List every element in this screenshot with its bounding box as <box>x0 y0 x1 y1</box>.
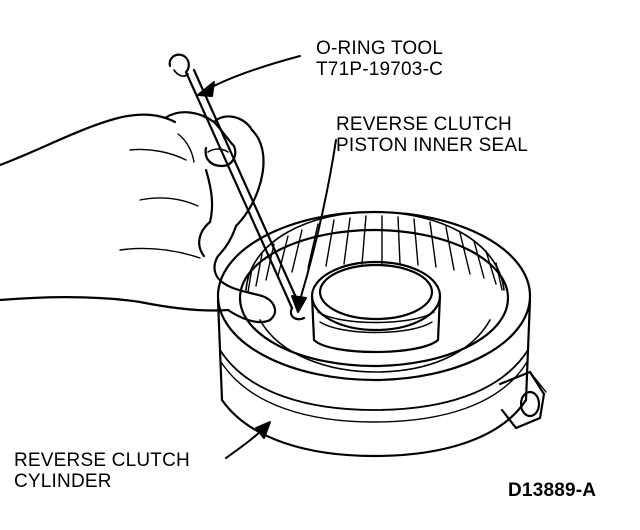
cylinder-arrowhead <box>255 421 271 439</box>
oring-tool-label: O-RING TOOL T71P-19703-C <box>316 38 443 80</box>
inner-seal-label-line1: REVERSE CLUTCH <box>336 114 512 135</box>
oring-tool-label-line2: T71P-19703-C <box>316 59 444 80</box>
leader-lines <box>197 55 337 459</box>
oring-tool-label-line1: O-RING TOOL <box>316 38 444 59</box>
cylinder-label-line2: CYLINDER <box>14 471 112 492</box>
cylinder-drawing <box>216 210 547 458</box>
inner-seal-label-line2: PISTON INNER SEAL <box>336 135 529 156</box>
cylinder-label-line1: REVERSE CLUTCH <box>14 450 190 471</box>
figure-code: D13889-A <box>508 480 597 501</box>
cylinder-leader <box>225 427 265 459</box>
oring-tool-arrowhead <box>197 81 215 97</box>
inner-seal-leader <box>299 139 337 301</box>
hand-drawing <box>0 111 277 324</box>
inner-seal-label: REVERSE CLUTCH PISTON INNER SEAL <box>336 114 528 156</box>
oring-tool-drawing <box>168 53 306 321</box>
inner-seal-arrowhead <box>291 295 307 313</box>
cylinder-label: REVERSE CLUTCH CYLINDER <box>14 450 190 492</box>
oring-tool-leader <box>205 55 301 91</box>
